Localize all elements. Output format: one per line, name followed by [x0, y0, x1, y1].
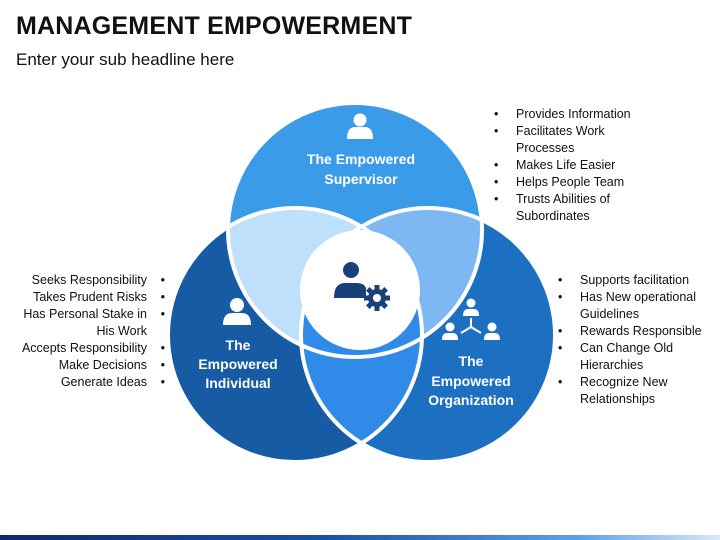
footer-gradient-bar [0, 535, 720, 540]
individual-label-line3: Individual [205, 375, 270, 391]
list-item: Takes Prudent Risks [12, 289, 167, 306]
list-item: Provides Information [490, 106, 650, 123]
list-item: Rewards Responsible [554, 323, 714, 340]
person-gear-icon [334, 262, 390, 311]
list-item: Has Personal Stake in His Work [12, 306, 167, 340]
individual-bullet-list: Seeks Responsibility Takes Prudent Risks… [12, 272, 167, 391]
individual-label-line1: The [226, 337, 251, 353]
supervisor-bullet-list: Provides Information Facilitates Work Pr… [490, 106, 650, 225]
supervisor-label-line2: Supervisor [324, 171, 398, 187]
individual-label-line2: Empowered [198, 356, 277, 372]
list-item: Recognize New Relationships [554, 374, 714, 408]
organization-label-line1: The [459, 353, 484, 369]
supervisor-label-line1: The Empowered [307, 151, 415, 167]
outline-supervisor [226, 101, 484, 359]
list-item: Makes Life Easier [490, 157, 650, 174]
list-item: Seeks Responsibility [12, 272, 167, 289]
team-network-icon [442, 298, 500, 340]
list-item: Has New operational Guidelines [554, 289, 714, 323]
list-item: Trusts Abilities of Subordinates [490, 191, 650, 225]
organization-bullet-list: Supports facilitation Has New operationa… [554, 272, 714, 408]
list-item: Generate Ideas [12, 374, 167, 391]
person-icon [223, 298, 251, 325]
outline-individual [166, 206, 424, 464]
person-icon [347, 113, 373, 139]
list-item: Supports facilitation [554, 272, 714, 289]
list-item: Make Decisions [12, 357, 167, 374]
page-title: MANAGEMENT EMPOWERMENT [16, 12, 413, 40]
list-item: Can Change Old Hierarchies [554, 340, 714, 374]
organization-label-line2: Empowered [431, 373, 510, 389]
organization-label-line3: Organization [428, 392, 514, 408]
list-item: Facilitates Work Processes [490, 123, 650, 157]
list-item: Accepts Responsibility [12, 340, 167, 357]
page-subtitle: Enter your sub headline here [16, 50, 235, 69]
list-item: Helps People Team [490, 174, 650, 191]
